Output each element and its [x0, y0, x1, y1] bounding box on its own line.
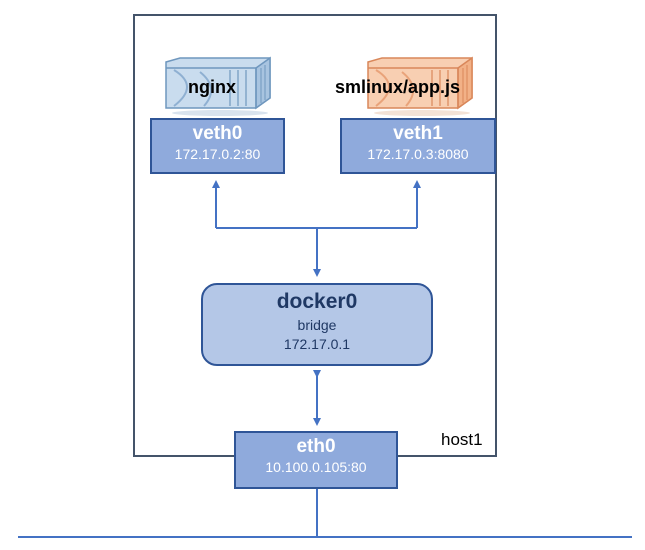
interface-name: veth0 — [192, 123, 243, 144]
bridge-type: bridge — [297, 317, 337, 333]
bridge-address: 172.17.0.1 — [283, 336, 351, 352]
interface-address: 172.17.0.2:80 — [174, 146, 261, 162]
host-label: host1 — [441, 430, 483, 449]
container-name-app: smlinux/app.js — [335, 77, 461, 97]
interface-name: eth0 — [296, 436, 336, 457]
interface-name: veth1 — [393, 123, 443, 144]
interface-address: 10.100.0.105:80 — [265, 459, 367, 475]
bridge-name: docker0 — [276, 290, 358, 313]
veth1-interface: veth1 172.17.0.3:8080 — [340, 118, 496, 174]
container-icon — [165, 56, 271, 116]
container-icon — [367, 56, 473, 116]
container-name-nginx: nginx — [188, 77, 236, 97]
interface-address: 172.17.0.3:8080 — [367, 146, 469, 162]
eth0-interface: eth0 10.100.0.105:80 — [234, 431, 398, 489]
docker0-bridge: docker0 bridge 172.17.0.1 — [201, 283, 433, 366]
veth0-interface: veth0 172.17.0.2:80 — [150, 118, 285, 174]
